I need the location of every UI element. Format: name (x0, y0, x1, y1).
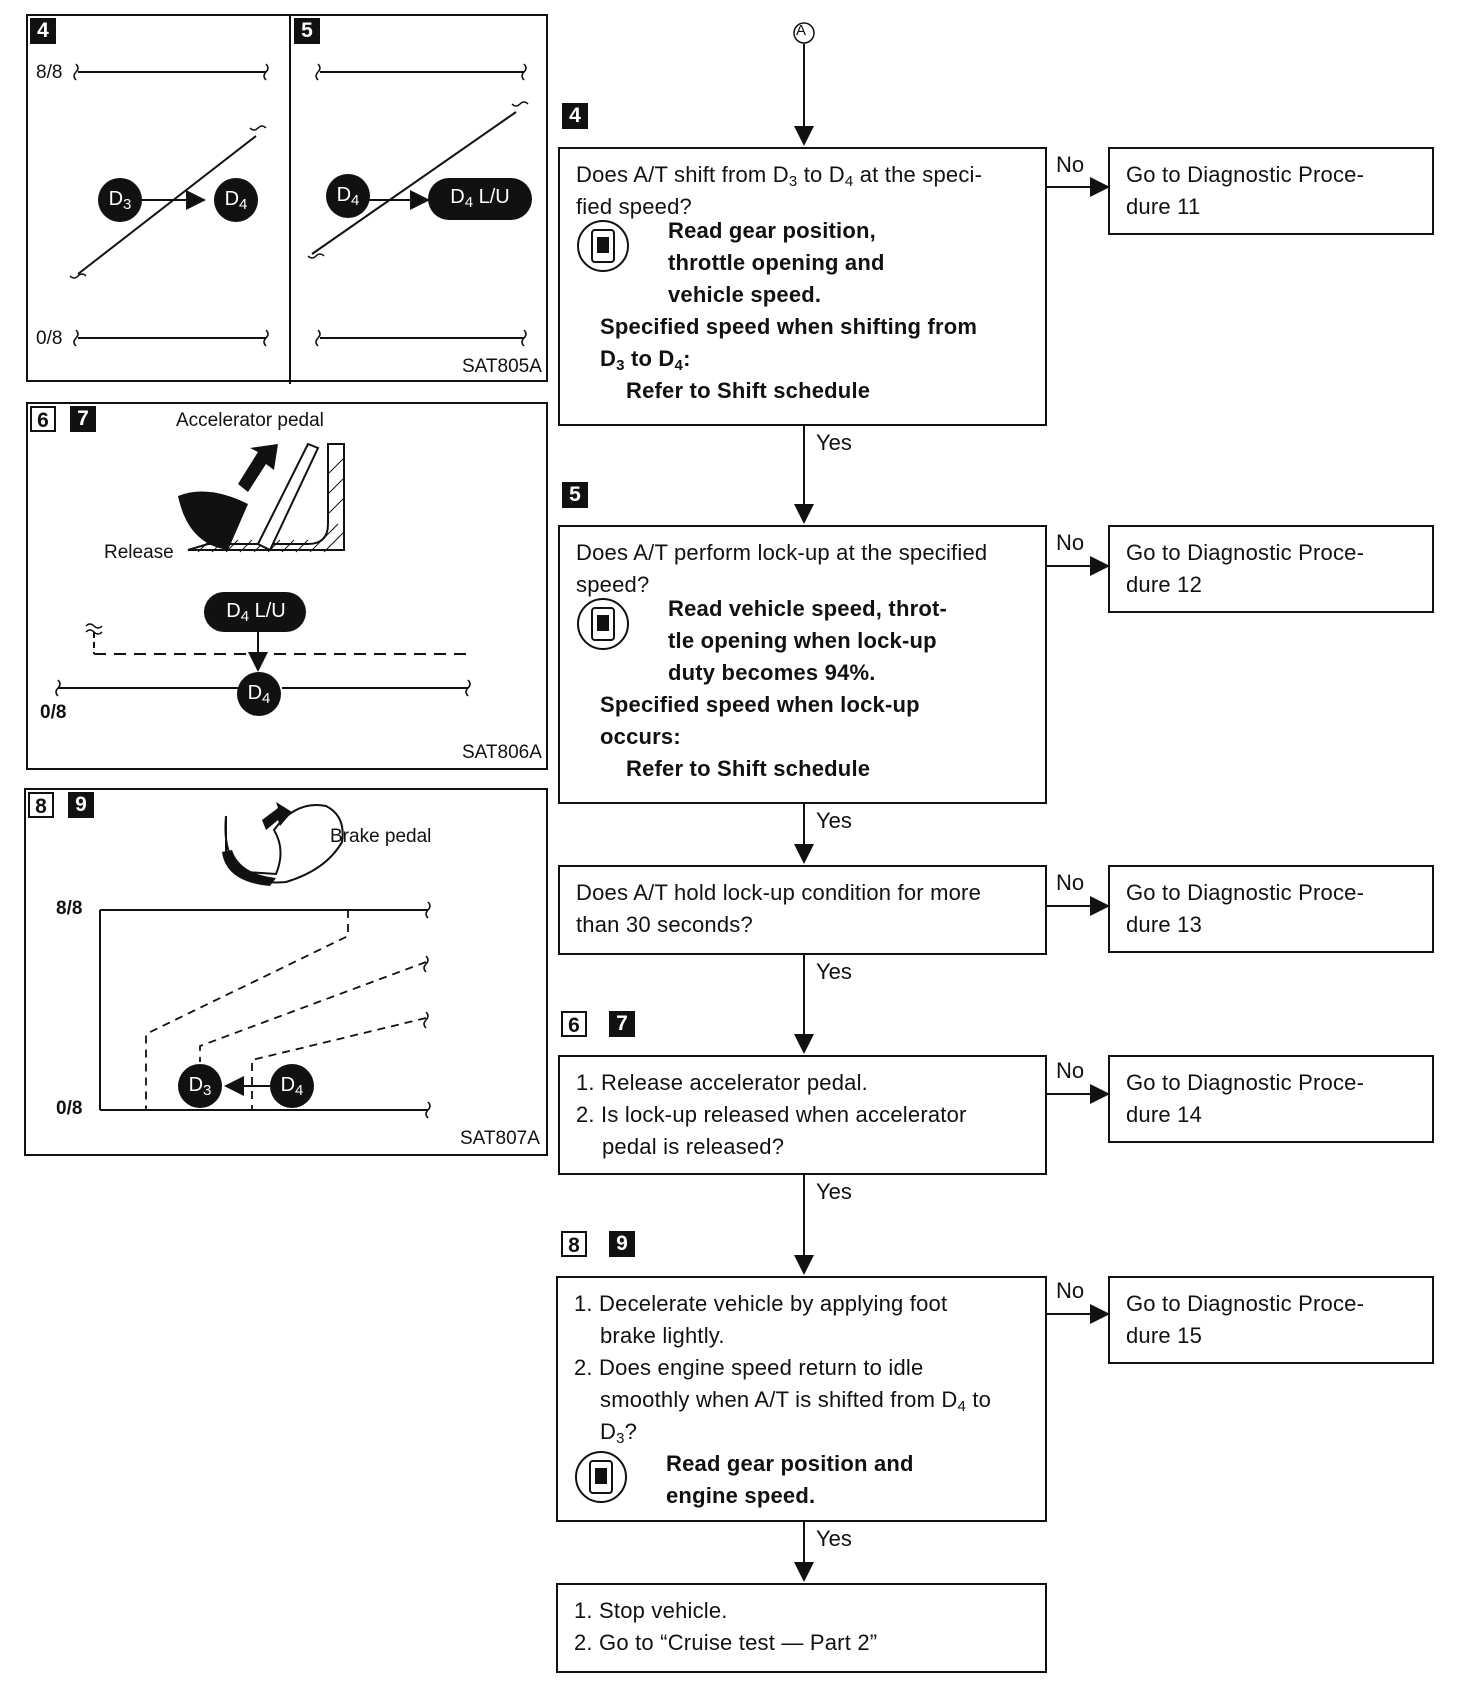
panel-8-9-graph (99, 802, 431, 1119)
goto-procedure-15[interactable]: Go to Diagnostic Proce-dure 15 (1108, 1276, 1434, 1364)
panel-number-4: 4 (30, 18, 56, 44)
step-67-box: 1. Release accelerator pedal. 2. Is lock… (558, 1055, 1047, 1175)
step-number-8: 8 (561, 1231, 587, 1257)
axis-bottom-label: 0/8 (36, 328, 63, 349)
panel-6-7: 6 7 Accelerator pedal Release D4 L/U D4 … (26, 402, 548, 770)
step-5-read-instruction: Read vehicle speed, throt-tle opening wh… (668, 596, 948, 685)
gear-d3-badge: D3 (188, 1074, 212, 1099)
step-5-box: Does A/T perform lock-up at the specifie… (558, 525, 1047, 804)
gear-d4-badge: D4 (247, 682, 271, 707)
goto-procedure-13[interactable]: Go to Diagnostic Proce-dure 13 (1108, 865, 1434, 953)
gear-d4-badge: D4 (280, 1074, 304, 1099)
step-89-instructions: 1. Decelerate vehicle by applying foot b… (574, 1291, 992, 1447)
axis-top-label: 8/8 (36, 62, 63, 83)
step-number-4: 4 (562, 103, 588, 129)
panel-number-9: 9 (68, 792, 94, 818)
no-label: No (1056, 152, 1085, 177)
final-step-box: 1. Stop vehicle.2. Go to “Cruise test — … (556, 1583, 1047, 1673)
yes-label: Yes (816, 1526, 852, 1551)
step-number-9: 9 (609, 1231, 635, 1257)
gear-d4-lockup-badge: D4 L/U (450, 186, 510, 211)
gear-d4-lockup-badge: D4 L/U (226, 600, 286, 625)
no-label: No (1056, 1058, 1085, 1083)
hold-lockup-box: Does A/T hold lock-up condition for more… (558, 865, 1047, 955)
goto-procedure-12[interactable]: Go to Diagnostic Proce-dure 12 (1108, 525, 1434, 613)
goto-procedure-11[interactable]: Go to Diagnostic Proce-dure 11 (1108, 147, 1434, 235)
connector-label: A (796, 22, 807, 39)
brake-pedal-label: Brake pedal (330, 826, 432, 847)
panel-6-7-graph (55, 442, 471, 716)
release-label: Release (104, 542, 174, 563)
panel-number-8: 8 (28, 792, 54, 818)
gear-d4-badge: D4 (336, 184, 360, 209)
panel-8-9: 8 9 Brake pedal 8/8 0/8 D3 D4 SAT807A (24, 788, 548, 1156)
panel-number-5: 5 (294, 18, 320, 44)
step-4-spec: Specified speed when shifting from D3 to… (600, 314, 978, 403)
gear-d3-badge: D3 (108, 188, 132, 213)
figure-code: SAT805A (462, 356, 542, 377)
consult-tool-icon (576, 597, 630, 651)
figure-code: SAT807A (460, 1128, 540, 1149)
axis-bottom-label: 0/8 (56, 1098, 83, 1119)
axis-bottom-label: 0/8 (40, 702, 67, 723)
step-89-box: 1. Decelerate vehicle by applying foot b… (556, 1276, 1047, 1522)
step-4-box: Does A/T shift from D3 to D4 at the spec… (558, 147, 1047, 426)
no-label: No (1056, 530, 1085, 555)
yes-label: Yes (816, 1179, 852, 1204)
accelerator-pedal-label: Accelerator pedal (176, 410, 324, 431)
yes-label: Yes (816, 959, 852, 984)
panel-number-6: 6 (30, 406, 56, 432)
goto-procedure-14[interactable]: Go to Diagnostic Proce-dure 14 (1108, 1055, 1434, 1143)
step-number-7: 7 (609, 1011, 635, 1037)
yes-label: Yes (816, 808, 852, 833)
consult-tool-icon (574, 1450, 628, 1504)
panel-number-7: 7 (70, 406, 96, 432)
axis-top-label: 8/8 (56, 898, 83, 919)
no-label: No (1056, 870, 1085, 895)
consult-tool-icon (576, 219, 630, 273)
panel-4-5-graph (69, 16, 532, 384)
yes-label: Yes (816, 430, 852, 455)
step-number-5: 5 (562, 482, 588, 508)
no-label: No (1056, 1278, 1085, 1303)
step-5-question: Does A/T perform lock-up at the specifie… (576, 540, 988, 597)
figure-code: SAT806A (462, 742, 542, 763)
panel-4-5: 4 5 8/8 0/8 D3 D4 D4 D4 L/U SAT805A (26, 14, 548, 384)
step-4-question: Does A/T shift from D3 to D4 at the spec… (576, 162, 983, 219)
step-number-6: 6 (561, 1011, 587, 1037)
gear-d4-badge: D4 (224, 188, 248, 213)
